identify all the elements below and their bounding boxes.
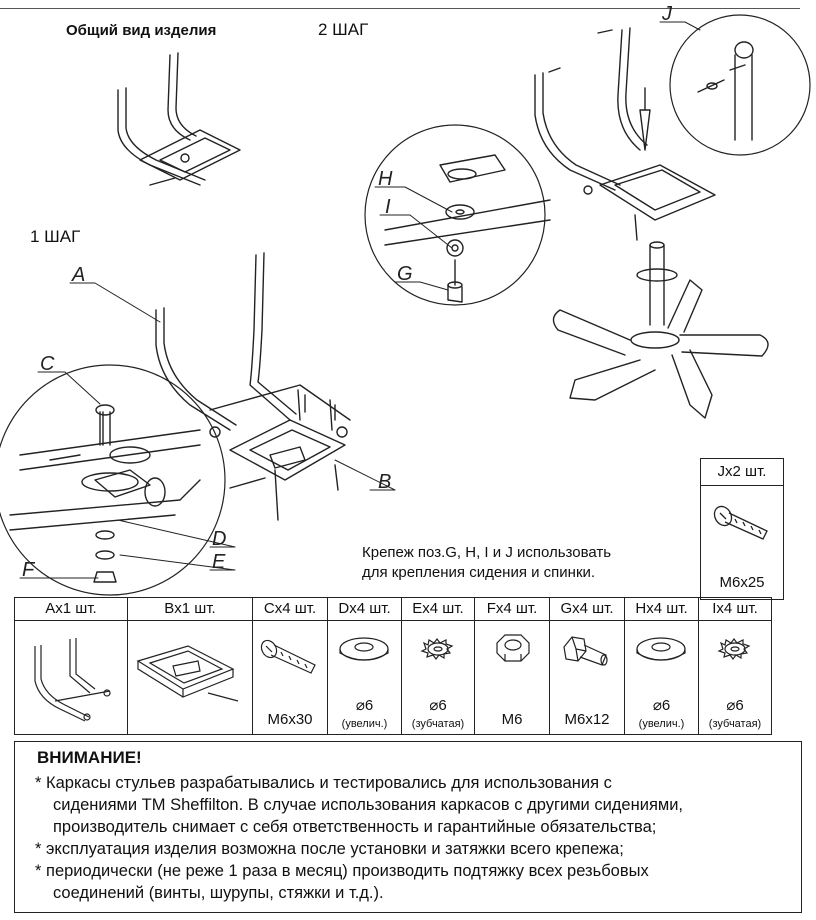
part-label: Fx4 шт. (475, 598, 549, 621)
callout-I: I (385, 196, 391, 218)
fastener-j-box: Jx2 шт. M6x25 (700, 458, 784, 600)
part-size: ⌀6 (355, 697, 374, 714)
fastener-note: Крепеж поз.G, H, I и J использовать для … (362, 543, 611, 583)
top-rule (0, 8, 800, 9)
step2-detail-circle (364, 124, 551, 306)
part-label: Dx4 шт. (328, 598, 401, 621)
fastener-note-line-2: для крепления сидения и спинки. (362, 564, 596, 581)
screw-icon (260, 639, 316, 674)
part-note: (зубчатая) (411, 718, 465, 730)
lock-washer-icon (420, 638, 454, 660)
assembly-illustration: A C B D E F H I G J (0, 3, 811, 596)
general-view-frame-drawing (117, 52, 241, 186)
frame-icon (34, 638, 111, 722)
warning-line: * периодически (не реже 1 раза в месяц) … (35, 862, 649, 880)
step-2-title: 2 ШАГ (318, 20, 369, 39)
part-size: ⌀6 (652, 697, 671, 714)
washer-icon (339, 637, 389, 661)
part-cell-e: Ex4 шт. ⌀6 (зубчатая) (401, 597, 475, 735)
part-note: (увелич.) (638, 718, 685, 730)
step2-frame-drawing (534, 27, 716, 241)
part-note: (зубчатая) (708, 718, 762, 730)
part-label: Bx1 шт. (128, 598, 252, 621)
part-label: Ex4 шт. (402, 598, 474, 621)
callout-H: H (378, 168, 393, 190)
washer-icon (636, 637, 686, 661)
callout-G: G (397, 263, 413, 285)
general-view-title: Общий вид изделия (66, 22, 217, 39)
fastener-marks (102, 29, 613, 446)
mechanism-icon (136, 645, 239, 702)
part-label: Ax1 шт. (15, 598, 127, 621)
part-note: (увелич.) (341, 718, 388, 730)
warning-line: сидениями TM Sheffilton. В случае исполь… (53, 796, 684, 814)
part-cell-h: Hx4 шт. ⌀6 (увелич.) (624, 597, 699, 735)
callout-C: C (40, 353, 55, 375)
part-size: ⌀6 (429, 697, 447, 714)
step1-detail-circle (0, 364, 226, 596)
part-cell-b: Bx1 шт. (127, 597, 253, 735)
warning-line: производитель снимает с себя ответственн… (53, 818, 657, 836)
step1-frame-drawing (155, 252, 351, 521)
part-cell-a: Ax1 шт. (14, 597, 128, 735)
callout-F: F (22, 559, 36, 581)
part-label: Gx4 шт. (550, 598, 624, 621)
bolt-icon (563, 636, 608, 666)
part-cell-c: Cx4 шт. M6x30 (252, 597, 328, 735)
warning-line: соединений (винты, шурупы, стяжки и т.д.… (53, 884, 384, 902)
part-cell-d: Dx4 шт. ⌀6 (увелич.) (327, 597, 402, 735)
step2-detail-circle-j (669, 14, 811, 156)
part-size: M6 (501, 711, 523, 728)
step2-base-drawing (552, 241, 769, 419)
screw-icon (713, 505, 768, 540)
callout-B: B (378, 471, 391, 493)
part-size: M6x12 (564, 711, 610, 728)
nut-icon (496, 634, 530, 662)
part-size: ⌀6 (726, 697, 744, 714)
part-label: Ix4 шт. (699, 598, 771, 621)
part-size: M6x30 (267, 711, 313, 728)
callout-leaders (19, 21, 701, 579)
part-label: Cx4 шт. (253, 598, 327, 621)
step-1-title: 1 ШАГ (30, 227, 81, 246)
warning-line: * эксплуатация изделия возможна после ус… (35, 840, 624, 858)
lock-washer-icon (717, 638, 751, 660)
warning-line: * Каркасы стульев разрабатывались и тест… (35, 774, 612, 792)
fastener-j-label: Jx2 шт. (701, 459, 783, 486)
callout-A: A (71, 264, 85, 286)
callout-D: D (212, 528, 226, 550)
parts-table: Ax1 шт. Bx1 шт. (14, 597, 772, 735)
fastener-note-line-1: Крепеж поз.G, H, I и J использовать (362, 544, 612, 561)
callout-J: J (661, 3, 673, 25)
part-label: Hx4 шт. (625, 598, 698, 621)
callout-E: E (212, 551, 226, 573)
warning-title: ВНИМАНИЕ! (37, 748, 142, 767)
fastener-j-size: M6x25 (719, 574, 765, 591)
part-cell-g: Gx4 шт. M6x12 (549, 597, 625, 735)
part-cell-i: Ix4 шт. ⌀6 (зубчатая) (698, 597, 772, 735)
part-cell-f: Fx4 шт. M6 (474, 597, 550, 735)
warning-box: ВНИМАНИЕ! * Каркасы стульев разрабатывал… (14, 741, 802, 913)
